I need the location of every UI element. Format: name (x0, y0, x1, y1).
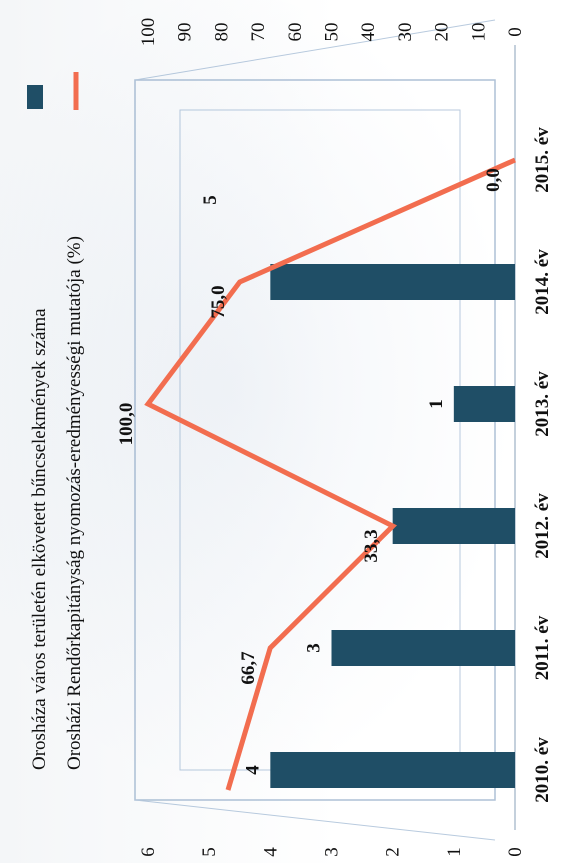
right-axis-tick-label: 20 (432, 23, 453, 42)
left-axis-tick-label: 4 (260, 847, 281, 857)
legend-swatch-bar (27, 85, 43, 109)
left-axis-tick-label: 1 (444, 847, 465, 857)
right-axis-tick-label: 70 (248, 23, 269, 42)
category-label: 2015. év (532, 127, 553, 193)
right-axis-tick-label: 40 (358, 23, 379, 42)
line-value-label: 100,0 (116, 403, 137, 446)
left-axis-tick-label: 0 (505, 847, 526, 857)
right-axis-tick-label: 60 (285, 23, 306, 42)
right-axis-tick-label: 90 (175, 23, 196, 42)
left-axis-tick-label: 5 (199, 847, 220, 857)
category-label: 2010. év (532, 737, 553, 803)
legend: Orosháza város területén elkövetett bűnc… (27, 72, 85, 770)
bar (331, 630, 515, 666)
bar (270, 264, 515, 300)
right-axis-tick-label: 80 (211, 23, 232, 42)
line-series (144, 157, 517, 791)
background-building-photo (134, 19, 496, 841)
right-axis-tick-label: 0 (505, 27, 526, 37)
bar (392, 508, 515, 544)
left-axis-tick-label: 3 (322, 847, 343, 857)
category-label: 2013. év (532, 371, 553, 437)
category-label: 2011. év (532, 615, 553, 680)
category-label: 2012. év (532, 493, 553, 559)
bar-value-label: 3 (304, 643, 325, 653)
category-label: 2014. év (532, 249, 553, 315)
left-axis-tick-label: 6 (138, 847, 159, 857)
bar-value-label: 4 (242, 765, 263, 775)
legend-label-bars: Orosháza város területén elkövetett bűnc… (29, 308, 50, 770)
right-axis-tick-label: 50 (322, 23, 343, 42)
bar (453, 386, 515, 422)
right-axis-tick-label: 30 (395, 23, 416, 42)
left-axis-tick-label: 2 (383, 847, 404, 857)
line-value-label: 0,0 (483, 168, 504, 192)
line-value-label: 66,7 (238, 651, 259, 685)
legend-label-line: Orosházi Rendőrkapitányság nyomozás-ered… (64, 236, 85, 770)
line-value-label: 75,0 (208, 285, 229, 318)
bar-value-label: 1 (426, 399, 447, 409)
bar (270, 752, 515, 788)
line-value-label: 33,3 (361, 529, 382, 562)
annotation-label: 5 (200, 195, 221, 205)
right-axis-tick-label: 10 (468, 23, 489, 42)
right-axis-tick-label: 100 (138, 18, 159, 47)
